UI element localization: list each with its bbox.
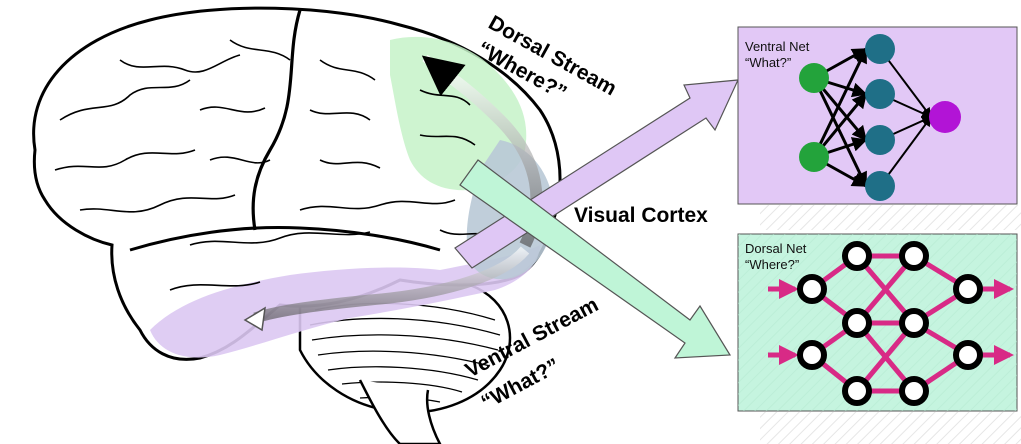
dorsal-net-title: Dorsal Net <box>745 241 807 256</box>
dorsal-net-node <box>845 379 869 403</box>
ventral-input-node <box>799 63 829 93</box>
ventral-net-panel: Ventral Net “What?” <box>738 27 1021 230</box>
ventral-hidden-node <box>865 171 895 201</box>
dorsal-net-node <box>845 311 869 335</box>
dorsal-net-node <box>800 277 824 301</box>
brain-illustration <box>34 8 560 444</box>
ventral-hidden-node <box>865 79 895 109</box>
dorsal-net-node <box>902 244 926 268</box>
ventral-net-title: Ventral Net <box>745 39 810 54</box>
dorsal-net-node <box>902 311 926 335</box>
dorsal-net-node <box>956 343 980 367</box>
dorsal-net-question: “Where?” <box>745 257 799 272</box>
dorsal-net-node <box>845 244 869 268</box>
dorsal-net-panel: Dorsal Net “Where?” <box>738 234 1021 444</box>
dorsal-net-node <box>956 277 980 301</box>
ventral-hidden-node <box>865 34 895 64</box>
ventral-hidden-node <box>865 125 895 155</box>
visual-cortex-label: Visual Cortex <box>574 204 708 227</box>
dorsal-net-node <box>800 343 824 367</box>
ventral-net-question: “What?” <box>745 55 791 70</box>
ventral-output-node <box>929 101 961 133</box>
ventral-input-node <box>799 142 829 172</box>
dorsal-net-node <box>902 379 926 403</box>
